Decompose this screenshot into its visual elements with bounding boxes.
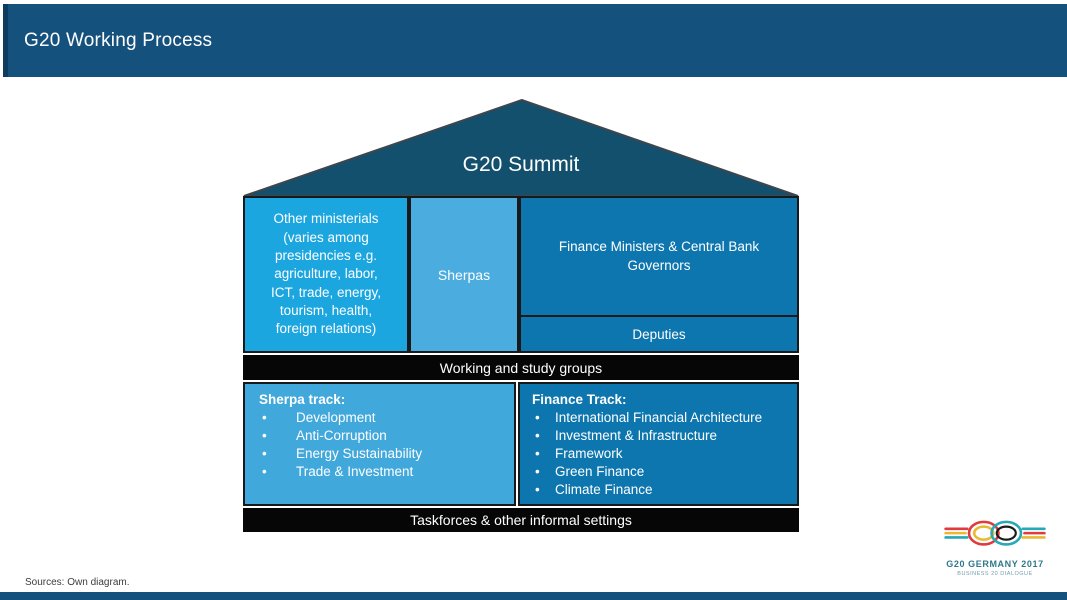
bullet-label: Investment & Infrastructure [555, 428, 718, 443]
bullet-label: International Financial Architecture [555, 410, 763, 425]
bullet-label: Climate Finance [555, 482, 653, 497]
footer-bar [0, 592, 1067, 600]
summit-label: G20 Summit [462, 153, 580, 176]
list-item: • Investment & Infrastructure [532, 427, 795, 445]
list-item: • Green Finance [532, 463, 795, 481]
g20-knot-icon [944, 520, 1046, 546]
bullet-icon: • [262, 446, 267, 461]
bullet-label: Energy Sustainability [296, 446, 423, 461]
page-title: G20 Working Process [24, 29, 213, 51]
bullet-label: Anti-Corruption [296, 428, 387, 443]
bullet-icon: • [535, 410, 540, 425]
list-item: • Development [259, 409, 510, 427]
list-item: • Anti-Corruption [259, 427, 510, 445]
other-ministerials-box: Other ministerials (varies among preside… [243, 196, 409, 353]
list-item: • Climate Finance [532, 481, 795, 499]
bullet-icon: • [535, 464, 540, 479]
sherpa-track-list: • Development • Anti-Corruption • Energy Sust… [259, 409, 510, 481]
sherpa-track-heading: Sherpa track: [259, 392, 346, 407]
list-item: • Trade & Investment [259, 463, 510, 481]
bullet-icon: • [262, 464, 267, 479]
bullet-icon: • [535, 446, 540, 461]
sources-note: Sources: Own diagram. [25, 577, 130, 588]
finance-column: Finance Ministers & Central Bank Governo… [519, 196, 799, 353]
list-item: • Energy Sustainability [259, 445, 510, 463]
logo-title: G20 GERMANY 2017 [946, 559, 1044, 569]
g20-logo: G20 GERMANY 2017 BUSINESS 20 DIALOGUE [933, 511, 1057, 577]
bullet-label: Green Finance [555, 464, 645, 479]
sherpas-box: Sherpas [409, 196, 519, 353]
taskforces-bar: Taskforces & other informal settings [243, 508, 799, 532]
slide-header-bar: G20 Working Process [3, 4, 1067, 77]
bullet-icon: • [535, 428, 540, 443]
bullet-label: Framework [555, 446, 623, 461]
bullet-icon: • [535, 482, 540, 497]
sherpa-track-box: Sherpa track: • Development • Anti-Corrupti… [243, 382, 516, 506]
bullet-label: Development [296, 410, 376, 425]
bullet-icon: • [262, 428, 267, 443]
list-item: • International Financial Architecture [532, 409, 795, 427]
list-item: • Framework [532, 445, 795, 463]
finance-track-list: • International Financial Architecture • In… [532, 409, 795, 499]
finance-ministers-box: Finance Ministers & Central Bank Governo… [558, 238, 760, 273]
roof-triangle [243, 98, 799, 197]
deputies-box: Deputies [521, 315, 797, 351]
logo-subtitle: BUSINESS 20 DIALOGUE [957, 571, 1033, 577]
finance-track-box: Finance Track: • International Financial … [518, 382, 799, 506]
working-groups-bar: Working and study groups [243, 355, 799, 380]
bullet-label: Trade & Investment [296, 464, 414, 479]
finance-track-heading: Finance Track: [532, 392, 627, 407]
bullet-icon: • [262, 410, 267, 425]
